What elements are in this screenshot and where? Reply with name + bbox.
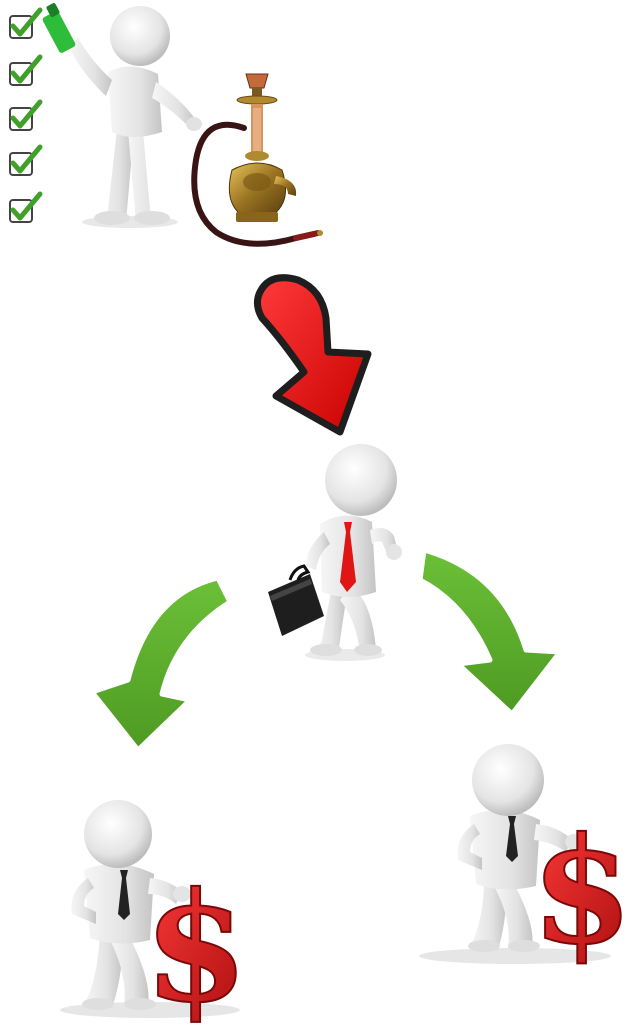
checkbox-checked bbox=[10, 57, 40, 85]
green-arrow-right-icon bbox=[420, 550, 560, 714]
dollar-sign-icon: $ bbox=[531, 806, 631, 977]
businessman-walking-icon bbox=[268, 444, 402, 661]
checkbox-checked bbox=[10, 147, 40, 175]
marker-icon bbox=[42, 2, 77, 54]
dollar-symbol-left: $ bbox=[144, 860, 248, 1036]
checkbox-checked bbox=[10, 194, 40, 222]
green-arrow-left-icon bbox=[92, 578, 230, 750]
checkbox-checked bbox=[10, 102, 40, 130]
checklist-icon bbox=[10, 10, 40, 222]
dollar-symbol-right: $ bbox=[531, 806, 631, 977]
figure-with-dollar-left: $ bbox=[60, 800, 248, 1036]
dollar-sign-icon: $ bbox=[144, 860, 248, 1036]
checkbox-checked bbox=[10, 10, 40, 38]
red-arrow-down-icon bbox=[257, 278, 368, 432]
briefcase-icon bbox=[268, 566, 324, 636]
figure-with-marker-icon bbox=[42, 2, 202, 228]
figure-with-dollar-right: $ bbox=[419, 744, 631, 977]
hookah-icon bbox=[194, 74, 323, 244]
